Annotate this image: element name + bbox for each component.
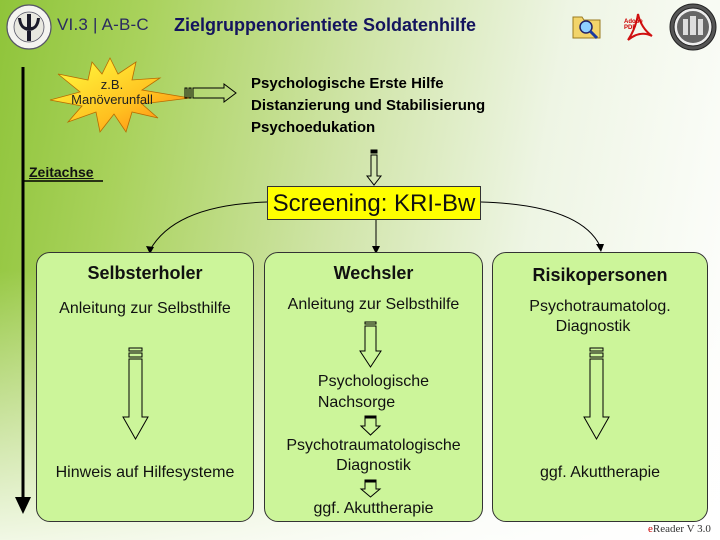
pdf-label: Adobe PDF <box>624 19 643 31</box>
pdf-glyph-icon <box>627 13 653 41</box>
group-step: ggf. Akuttherapie <box>539 464 661 481</box>
group-step-nachsorge: Psychologische Nachsorge <box>265 371 482 413</box>
group-step: Anleitung zur Selbsthilfe <box>287 296 460 313</box>
group-step-diagnostik: Psychotraumatolog. Diagnostik <box>493 297 707 337</box>
page-title: Zielgruppenorientiete Soldatenhilfe <box>174 15 477 35</box>
version-rest: Reader V 3.0 <box>652 523 711 535</box>
version-e: e <box>648 523 653 535</box>
group-title: Risikopersonen <box>532 265 668 285</box>
group-step: Nachsorge <box>317 394 396 411</box>
group-step: Psychotraumatolog. <box>529 298 671 315</box>
measure-item: Psychologische Erste Hilfe <box>251 75 444 92</box>
down-arrow-icon <box>122 347 149 441</box>
university-seal-icon <box>669 3 717 51</box>
group-step-diagnostik: Psychotraumatologische Diagnostik <box>265 436 482 476</box>
group-step: Hinweis auf Hilfesysteme <box>55 464 235 481</box>
section-label: VI.3 | A-B-C <box>57 15 149 34</box>
first-measures-list: Psychologische Erste Hilfe Distanzierung… <box>251 73 485 139</box>
group-title: Selbsterholer <box>87 263 203 283</box>
group-box-selbsterholer: Selbsterholer Anleitung zur Selbsthilfe … <box>36 252 254 522</box>
measure-item: Psychoedukation <box>251 119 376 136</box>
event-line2: Manöverunfall <box>71 92 153 107</box>
event-arrow <box>184 83 237 103</box>
group-step: Anleitung zur Selbsthilfe <box>59 300 231 317</box>
adobe-pdf-icon[interactable]: Adobe PDF <box>622 10 656 44</box>
time-axis-label: Zeitachse <box>29 164 94 180</box>
group-box-wechsler: Wechsler Anleitung zur Selbsthilfe Psych… <box>264 252 483 522</box>
group-step: Diagnostik <box>336 457 411 474</box>
connector-right <box>480 201 601 247</box>
group-step: ggf. Akuttherapie <box>313 500 434 517</box>
event-line1: z.B. <box>100 77 124 92</box>
screening-in-arrow <box>365 149 383 186</box>
event-label: z.B. Manöverunfall <box>62 77 162 107</box>
group-step: Psychotraumatologische <box>286 437 461 454</box>
psychological-service-logo <box>6 4 52 50</box>
version-label: eReader V 3.0 <box>648 523 711 535</box>
connector-left <box>149 201 268 251</box>
group-step: Diagnostik <box>555 318 631 335</box>
down-arrow-icon <box>359 479 382 498</box>
down-arrow-icon <box>359 415 382 436</box>
screening-box: Screening: KRI-Bw <box>267 186 481 220</box>
group-title: Wechsler <box>333 263 414 283</box>
group-step: Psychologische <box>317 373 430 390</box>
folder-search-icon[interactable] <box>572 12 602 40</box>
measure-item: Distanzierung und Stabilisierung <box>251 97 486 114</box>
time-axis-arrowhead <box>15 497 31 514</box>
down-arrow-icon <box>359 321 382 368</box>
group-box-risikopersonen: Risikopersonen Psychotraumatolog. Diagno… <box>492 252 708 522</box>
event-starburst <box>49 57 191 133</box>
down-arrow-icon <box>583 347 610 441</box>
